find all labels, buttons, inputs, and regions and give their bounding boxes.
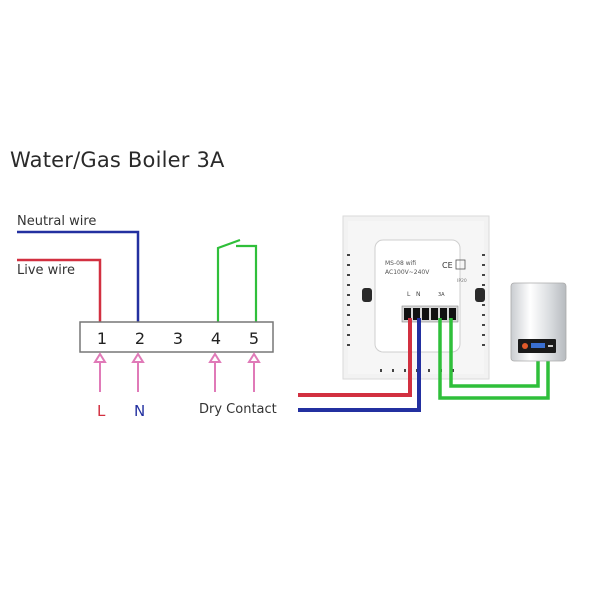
terminal-4: 4 xyxy=(211,329,221,348)
N-label: N xyxy=(134,402,146,420)
device-neutral-wire xyxy=(298,318,421,412)
svg-text:CE: CE xyxy=(442,261,453,270)
dry-contact-switch-left xyxy=(216,238,241,322)
device-dry-contact-wire-1 xyxy=(438,318,550,400)
boiler-unit xyxy=(510,282,567,362)
terminal-3: 3 xyxy=(173,329,183,348)
terminal-1: 1 xyxy=(97,329,107,348)
device-terminal-L: L xyxy=(407,291,411,298)
live-wire-label: Live wire xyxy=(17,263,75,278)
diagram-title: Water/Gas Boiler 3A xyxy=(10,148,225,172)
neutral-wire xyxy=(17,230,140,322)
thermostat-device: MS-08 wifi AC100V~240V CE IP20 L N 3A xyxy=(342,215,490,380)
live-wire xyxy=(17,258,102,322)
device-live-wire xyxy=(298,318,412,397)
device-relay-label: 3A xyxy=(438,292,445,298)
device-dry-contact-wire-2 xyxy=(449,318,540,388)
device-terminal-N: N xyxy=(416,291,421,298)
connection-arrows xyxy=(93,352,261,392)
L-label: L xyxy=(97,402,106,420)
neutral-wire-label: Neutral wire xyxy=(17,214,97,229)
terminal-5: 5 xyxy=(249,329,259,348)
device-rating: IP20 xyxy=(457,278,467,284)
dry-contact-label: Dry Contact xyxy=(199,402,277,417)
terminal-2: 2 xyxy=(135,329,145,348)
dry-contact-switch-right xyxy=(236,244,258,322)
device-voltage: AC100V~240V xyxy=(385,269,430,276)
device-model: MS-08 wifi xyxy=(385,260,416,267)
terminal-block xyxy=(79,321,274,353)
